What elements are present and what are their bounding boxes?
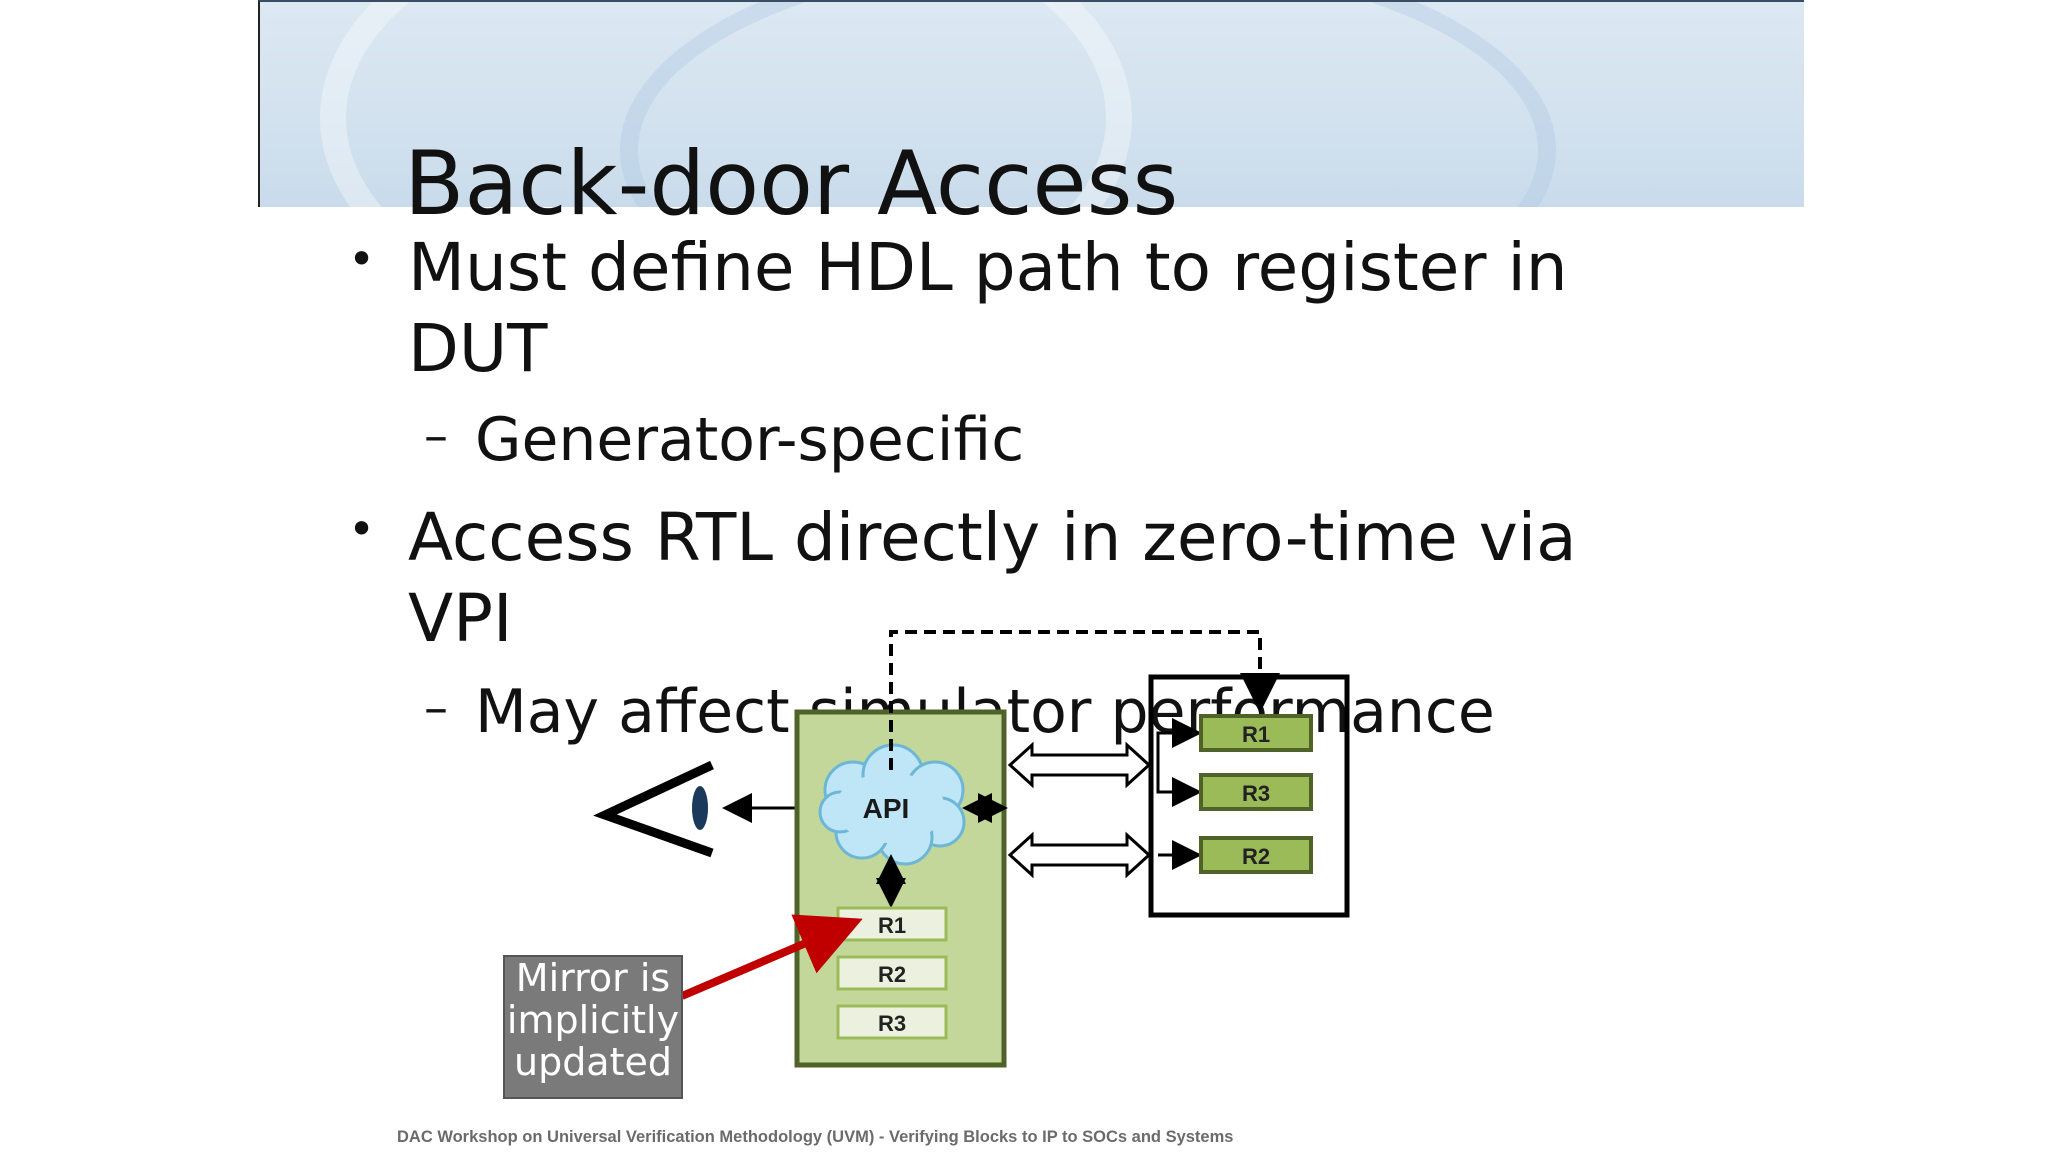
bullet-dot: • (348, 232, 376, 286)
bullet-1-line1: Must define HDL path to register in (408, 229, 1568, 306)
dut-block (1148, 674, 1350, 918)
dut-connector (1156, 718, 1202, 765)
api-cloud (818, 743, 966, 866)
bus-arrow (1007, 741, 1152, 789)
svg-text:R2: R2 (878, 962, 906, 987)
mirror-register: R2 (836, 955, 948, 991)
svg-text:R3: R3 (878, 1011, 906, 1036)
backdoor-path (889, 630, 1280, 770)
bullet-2-line1: Access RTL directly in zero-time via (408, 499, 1577, 576)
svg-text:R1: R1 (1242, 722, 1270, 747)
dut-register: R1 (1199, 714, 1313, 752)
mirror-update-arrow (680, 914, 863, 1000)
mirror-register: R3 (836, 1004, 948, 1040)
slide-title: Back-door Access (404, 132, 1179, 235)
mirror-note: Mirror is implicitly updated (503, 955, 683, 1099)
sub-bullet-dash: – (424, 680, 448, 736)
bullet-1-line2: DUT (408, 310, 548, 387)
dut-connector (1156, 765, 1202, 807)
eye-icon (593, 760, 714, 858)
bus-arrow (1007, 831, 1152, 879)
dut-register: R2 (1199, 836, 1313, 874)
footer-text: DAC Workshop on Universal Verification M… (397, 1128, 1234, 1146)
svg-text:R1: R1 (878, 913, 906, 938)
dut-register: R3 (1199, 773, 1313, 811)
svg-text:R3: R3 (1242, 781, 1270, 806)
mirror-note-text: Mirror is implicitly updated (506, 956, 680, 1084)
api-label: API (863, 793, 910, 824)
sub-bullet-1: Generator-specific (475, 405, 1025, 475)
svg-text:R2: R2 (1242, 844, 1270, 869)
title-banner (258, 0, 1804, 207)
mirror-register: R1 (836, 906, 948, 942)
sub-bullet-dash: – (424, 408, 448, 464)
bullet-dot: • (348, 502, 376, 556)
bullet-2-line2: VPI (408, 580, 513, 657)
